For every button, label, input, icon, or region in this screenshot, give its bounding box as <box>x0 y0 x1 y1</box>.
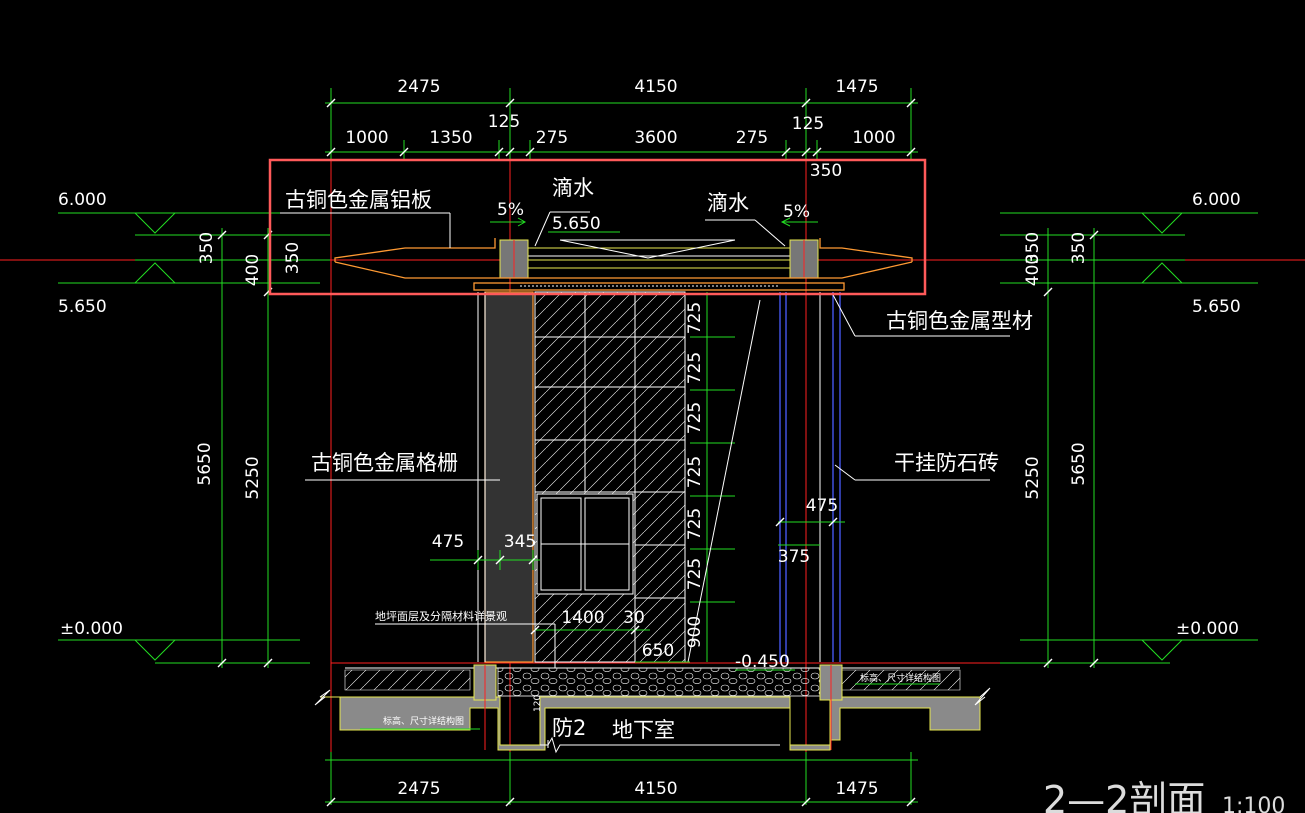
top-dim-275-left: 275 <box>536 128 568 148</box>
label-waterproof: 防2 <box>552 716 586 740</box>
slope-left: 5% <box>497 200 524 220</box>
elev-left-5650: 5.650 <box>58 297 107 317</box>
elev-right-ground: ±0.000 <box>1176 619 1239 639</box>
right-dim-5250: 5250 <box>1023 456 1043 499</box>
interior-elevation: -0.450 <box>735 652 790 672</box>
roof-elevation: 5.650 <box>548 214 620 234</box>
elev-left-6000: 6.000 <box>58 190 107 210</box>
top-dim-350: 350 <box>810 161 842 181</box>
right-dim-350-outer: 350 <box>1069 232 1089 264</box>
label-stone-tile: 干挂防石砖 <box>894 451 999 475</box>
top-dimension-row-2: 1000 1350 125 275 3600 275 125 1000 350 <box>325 112 918 181</box>
annotation-labels: 古铜色金属铝板 滴水 滴水 古铜色金属型材 古铜色金属格栅 干挂防石砖 地坪面层… <box>280 176 1033 748</box>
label-drip-right: 滴水 <box>707 191 749 215</box>
right-column <box>779 292 841 662</box>
right-dim-350-inner: 350 <box>1023 232 1043 264</box>
ground-and-foundation: -0.450 标高、尺寸详结构图 标高、尺寸详结构图 120 <box>314 652 991 754</box>
glass-dim-4: 725 <box>685 456 705 488</box>
glass-dim-2: 725 <box>685 352 705 384</box>
mark-120: 120 <box>533 695 543 712</box>
right-dim-400: 400 <box>1023 254 1043 286</box>
highlight-box <box>268 158 927 296</box>
slope-right: 5% <box>783 202 810 222</box>
inner-dim-475-right: 475 <box>806 496 838 516</box>
left-dim-5650: 5650 <box>195 442 215 485</box>
inner-dim-375: 375 <box>778 547 810 567</box>
top-dim-275-right: 275 <box>736 128 768 148</box>
right-dim-5650: 5650 <box>1069 442 1089 485</box>
glass-dim-900: 900 <box>685 616 705 648</box>
top-dim-1000-left: 1000 <box>345 128 388 148</box>
label-drip-left: 滴水 <box>552 176 594 200</box>
elev-right-5650: 5.650 <box>1192 297 1241 317</box>
top-dim-4150: 4150 <box>634 77 677 97</box>
top-dim-125-left: 125 <box>488 112 520 132</box>
inner-dim-345: 345 <box>504 532 536 552</box>
roof-elev-text: 5.650 <box>552 214 601 234</box>
label-metal-profile: 古铜色金属型材 <box>886 309 1033 333</box>
slope-markers: 5% 5% <box>490 200 818 227</box>
inner-dim-1400: 1400 <box>561 608 604 628</box>
roof-canopy <box>334 238 913 291</box>
bottom-dimensions: 2475 4150 1475 <box>325 752 918 807</box>
section-title-text: 2—2剖面 <box>1043 778 1205 813</box>
bottom-dim-1475: 1475 <box>835 779 878 799</box>
bottom-dim-2475: 2475 <box>397 779 440 799</box>
right-side-dimensions: 5250 5650 400 350 350 <box>1023 228 1100 668</box>
glass-dim-3: 725 <box>685 402 705 434</box>
top-dim-2475: 2475 <box>397 77 440 97</box>
top-dimension-row-1: 2475 4150 1475 <box>325 77 918 160</box>
label-floor-note: 地坪面层及分隔材料详景观 <box>375 609 507 623</box>
label-roof-panel: 古铜色金属铝板 <box>285 188 432 212</box>
section-title: 2—2剖面 1:100 <box>1043 778 1285 813</box>
top-dim-125-right: 125 <box>792 114 824 134</box>
label-metal-grille: 古铜色金属格栅 <box>311 451 458 475</box>
elev-left-ground: ±0.000 <box>60 619 123 639</box>
top-dim-3600: 3600 <box>634 128 677 148</box>
glass-dim-6: 725 <box>685 558 705 590</box>
inner-dimensions: 475 345 1400 30 650 475 375 <box>430 496 845 663</box>
left-dim-5250: 5250 <box>243 456 263 499</box>
left-dim-400: 400 <box>243 254 263 286</box>
inner-dim-30: 30 <box>623 608 645 628</box>
curtain-wall <box>534 291 686 663</box>
inner-dim-650: 650 <box>642 641 674 661</box>
top-dim-1475: 1475 <box>835 77 878 97</box>
section-scale-text: 1:100 <box>1222 794 1285 813</box>
left-dim-350-outer: 350 <box>197 232 217 264</box>
top-dim-1350: 1350 <box>429 128 472 148</box>
elev-right-6000: 6.000 <box>1192 190 1241 210</box>
right-elevation-marks: 6.000 5.650 ±0.000 <box>1000 190 1258 664</box>
top-dim-1000-right: 1000 <box>852 128 895 148</box>
glass-dim-5: 725 <box>685 508 705 540</box>
left-dim-350-inner: 350 <box>283 242 303 274</box>
label-basement: 地下室 <box>612 718 675 742</box>
inner-dim-475-left: 475 <box>432 532 464 552</box>
bottom-dim-4150: 4150 <box>634 779 677 799</box>
glass-dim-1: 725 <box>685 302 705 334</box>
glass-dimensions: 725 725 725 725 725 725 900 <box>685 292 761 663</box>
left-side-dimensions: 5650 5250 350 400 350 <box>195 228 303 668</box>
struct-note-right: 标高、尺寸详结构图 <box>860 672 941 684</box>
left-grille-column <box>477 291 534 663</box>
struct-note-left: 标高、尺寸详结构图 <box>383 715 464 727</box>
